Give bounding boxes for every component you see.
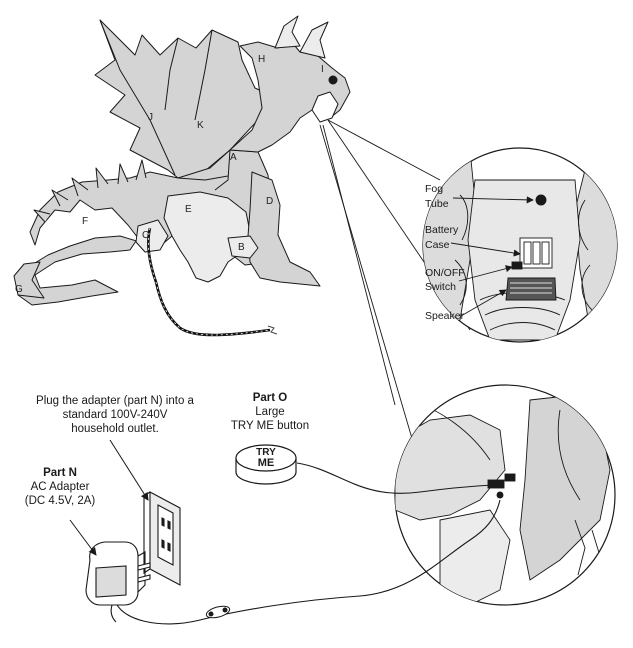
dragon-figure (13, 15, 351, 306)
instruction-line-1: Plug the adapter (part N) into a (36, 395, 194, 407)
adapter-wire (114, 499, 501, 625)
instruction-line-2: standard 100V-240V (62, 409, 168, 421)
try-me-wire (296, 462, 493, 494)
part-o-label: Part O Large TRY ME button (210, 391, 330, 433)
part-label-a: A (230, 152, 237, 163)
part-o-title: Part O (252, 392, 288, 404)
outlet-arrow (109, 439, 149, 501)
onoff-switch-label-1: ON/OFF (425, 267, 465, 279)
part-label-f: F (82, 216, 88, 227)
try-me-button-text-2: ME (258, 457, 275, 469)
part-n-line-1: AC Adapter (30, 481, 90, 493)
wires (114, 462, 501, 625)
speaker-label: Speaker (425, 310, 465, 322)
part-label-e: E (185, 204, 192, 215)
part-label-d: D (266, 196, 273, 207)
battery-case-label-1: Battery (425, 224, 459, 236)
part-o-line-2: TRY ME button (230, 420, 310, 432)
part-label-i: I (321, 64, 324, 75)
part-n-title: Part N (43, 467, 77, 479)
detail-circle-head: Fog Tube Battery Case ON/OFF Switch Spea… (422, 147, 618, 343)
part-n-label: Part N AC Adapter (DC 4.5V, 2A) (10, 466, 110, 508)
dragon-front-leg (163, 191, 251, 283)
adapter-arrow (69, 519, 97, 556)
part-label-c: C (142, 230, 149, 241)
detail-circle-connection (394, 384, 616, 606)
part-label-b: B (238, 242, 245, 253)
fog-tube-label-2: Tube (425, 198, 449, 210)
cord-connector (205, 605, 231, 619)
part-label-j: J (148, 112, 153, 123)
part-label-g: G (15, 284, 23, 295)
dragon-power-cord (147, 227, 271, 337)
instruction-text: Plug the adapter (part N) into a standar… (10, 394, 220, 436)
onoff-switch-label-2: Switch (425, 281, 456, 293)
part-label-h: H (258, 54, 265, 65)
battery-case-label-2: Case (425, 239, 450, 251)
wall-outlet (143, 491, 181, 586)
try-me-button-text-1: TRY (256, 447, 276, 458)
dragon-hind-leg (247, 171, 321, 287)
fog-tube-label-1: Fog (425, 183, 443, 195)
ac-adapter (85, 541, 151, 623)
part-o-line-1: Large (255, 406, 285, 418)
try-me-button-illustration: TRY ME (235, 444, 297, 485)
instruction-line-3: household outlet. (71, 423, 159, 435)
dragon-part-labels: H I J K A F C E D B G (15, 54, 324, 295)
dragon-neck-head (229, 39, 351, 153)
part-n-line-2: (DC 4.5V, 2A) (24, 495, 96, 507)
part-label-k: K (197, 120, 204, 131)
